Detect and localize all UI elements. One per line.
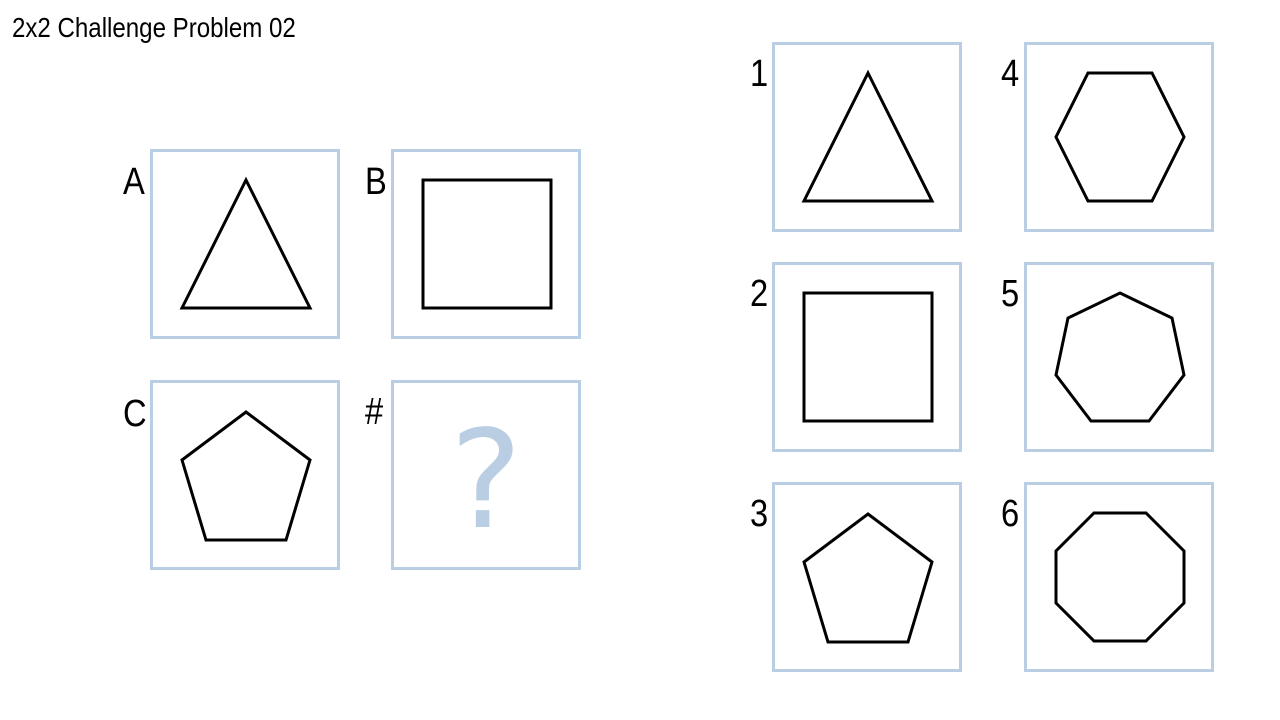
matrix-cell-b	[391, 149, 581, 339]
answer-option-5[interactable]	[1024, 262, 1214, 452]
cell-label-unknown: #	[365, 391, 384, 433]
option-label-4: 4	[1001, 53, 1020, 95]
answer-option-1[interactable]	[772, 42, 962, 232]
question-mark-icon: ?	[449, 402, 523, 560]
answer-option-2[interactable]	[772, 262, 962, 452]
option-label-3: 3	[750, 493, 769, 535]
cell-label-b: B	[365, 161, 387, 203]
triangle-shape	[179, 176, 313, 310]
option-label-1: 1	[750, 53, 769, 95]
cell-label-c: C	[123, 393, 147, 435]
cell-label-a: A	[123, 161, 145, 203]
answer-option-4[interactable]	[1024, 42, 1214, 232]
problem-title: 2x2 Challenge Problem 02	[12, 12, 296, 43]
answer-option-6[interactable]	[1024, 482, 1214, 672]
octagon-shape	[1054, 511, 1186, 643]
matrix-cell-c	[150, 380, 340, 570]
pentagon-shape	[802, 512, 934, 644]
hexagon-shape	[1054, 71, 1186, 203]
pentagon-shape	[180, 410, 312, 542]
option-label-5: 5	[1001, 273, 1020, 315]
matrix-cell-a	[150, 149, 340, 339]
square-shape	[421, 178, 553, 310]
triangle-shape	[801, 69, 935, 203]
answer-option-3[interactable]	[772, 482, 962, 672]
heptagon-shape	[1054, 291, 1186, 423]
matrix-cell-unknown: ?	[391, 380, 581, 570]
option-label-2: 2	[750, 273, 769, 315]
option-label-6: 6	[1001, 493, 1020, 535]
square-shape	[802, 291, 934, 423]
